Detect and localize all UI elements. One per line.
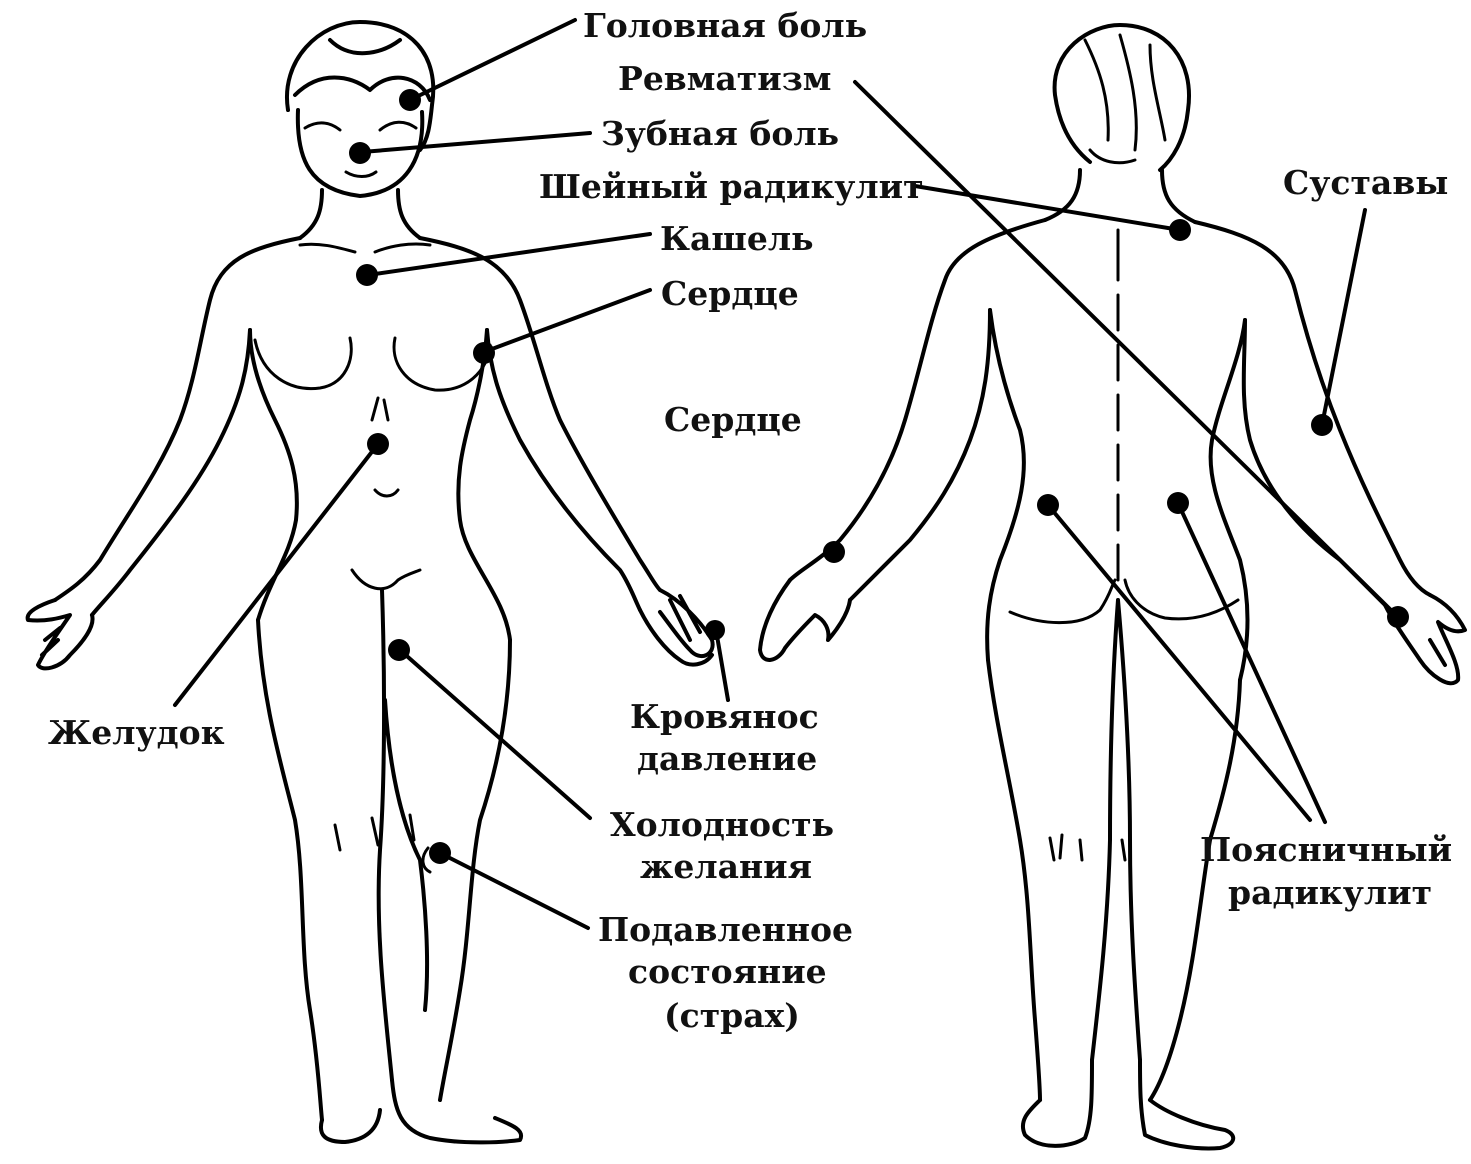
front-legs <box>258 590 510 1120</box>
back-hair-strands <box>1085 35 1165 163</box>
front-left-arm <box>55 238 300 615</box>
leader-toothache <box>362 133 590 152</box>
label-toothache: Зубная боль <box>601 114 839 153</box>
front-clavicles <box>300 244 430 252</box>
point-toothache <box>349 142 371 164</box>
front-right-arm <box>420 238 660 610</box>
point-wrist <box>823 541 845 563</box>
front-eyes <box>305 122 416 130</box>
point-lumbar-right <box>1167 492 1189 514</box>
front-right-hand <box>640 590 713 665</box>
front-navel <box>375 490 398 496</box>
leader-lumbar-right <box>1178 503 1325 822</box>
leader-blood-pressure <box>716 630 728 700</box>
point-cough <box>356 264 378 286</box>
point-stomach <box>367 433 389 455</box>
front-abdomen-mark <box>372 398 388 420</box>
front-pelvis <box>352 570 420 589</box>
leader-headache <box>410 20 575 100</box>
leader-stomach <box>175 444 378 705</box>
label-heart-2: Сердце <box>664 400 802 439</box>
leader-joints <box>1322 210 1365 425</box>
label-stomach: Желудок <box>48 713 225 752</box>
point-blood-pressure <box>705 620 725 640</box>
back-neck <box>1045 170 1195 222</box>
front-torso <box>250 330 510 640</box>
label-headache: Головная боль <box>583 6 867 45</box>
point-headache <box>399 89 421 111</box>
label-joints: Суставы <box>1283 163 1448 202</box>
back-buttocks <box>1010 580 1238 623</box>
back-right-arm <box>1195 222 1430 605</box>
label-heart-1: Сердце <box>661 274 799 313</box>
label-cold-2: желания <box>640 847 812 886</box>
label-depressed-3: (страх) <box>664 996 800 1035</box>
point-lumbar-left <box>1037 494 1059 516</box>
label-blood-pressure-1: Кровянос <box>630 697 819 736</box>
leader-cold <box>400 650 590 818</box>
label-depressed-1: Подавленное <box>598 910 853 949</box>
point-joints <box>1311 414 1333 436</box>
point-cervical <box>1169 219 1191 241</box>
front-feet <box>321 1080 521 1142</box>
leader-lumbar-left <box>1048 505 1310 820</box>
front-left-hand <box>28 600 93 668</box>
label-depressed-2: состояние <box>628 952 827 991</box>
leader-cough <box>368 234 650 275</box>
point-heart <box>473 342 495 364</box>
labels: Головная боль Ревматизм Зубная боль Шейн… <box>48 6 1452 1035</box>
front-hair <box>287 22 433 150</box>
leader-depressed <box>440 853 588 928</box>
back-knees <box>1050 835 1125 860</box>
label-blood-pressure-2: давление <box>637 739 817 778</box>
point-rheumatism <box>1387 606 1409 628</box>
front-breasts <box>255 338 490 390</box>
point-depressed <box>429 842 451 864</box>
leader-heart <box>484 290 650 352</box>
label-cough: Кашель <box>660 219 814 258</box>
front-mouth <box>346 172 376 177</box>
label-lumbar-1: Поясничный <box>1200 830 1452 869</box>
back-left-hand <box>760 580 850 660</box>
label-rheumatism: Ревматизм <box>618 59 831 98</box>
back-feet <box>1023 1060 1233 1148</box>
point-cold <box>388 639 410 661</box>
leader-cervical <box>915 186 1180 230</box>
label-cold-1: Холодность <box>610 805 834 844</box>
label-cervical: Шейный радикулит <box>539 167 924 206</box>
label-lumbar-2: радикулит <box>1228 873 1432 912</box>
